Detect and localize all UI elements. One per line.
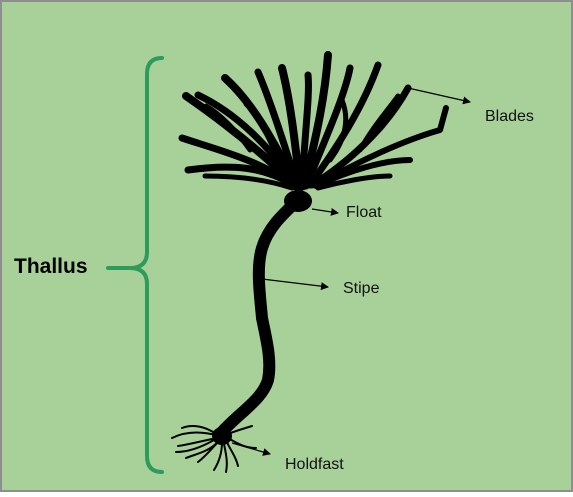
stipe-label: Stipe	[343, 280, 379, 298]
thallus-label: Thallus	[14, 255, 88, 279]
blades-label: Blades	[485, 108, 534, 126]
float-label: Float	[346, 204, 382, 222]
kelp-float	[284, 190, 312, 212]
holdfast-label: Holdfast	[285, 456, 344, 474]
